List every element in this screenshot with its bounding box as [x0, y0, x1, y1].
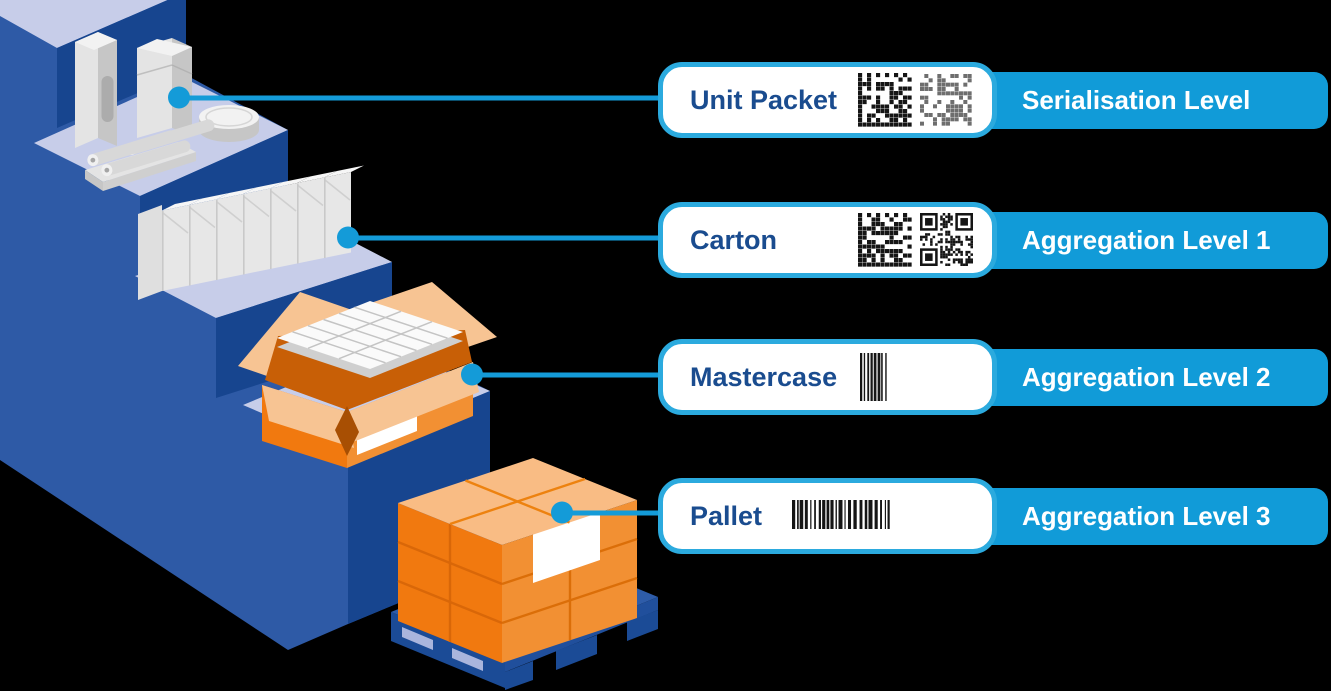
carton-row-illustration: [138, 164, 365, 300]
tubes-tray-illustration: [85, 117, 216, 191]
mastercase-illustration: [238, 282, 497, 468]
ribbon-label: Aggregation Level 3: [1022, 500, 1271, 531]
datamatrix-icon: [920, 74, 972, 126]
connector-line-unit-packet: [179, 95, 660, 101]
connector-line-pallet: [562, 510, 660, 516]
connector-line-carton: [348, 235, 660, 241]
card-carton: Carton: [658, 202, 997, 278]
connector-line-mastercase: [472, 372, 660, 378]
pouch-pack-illustration: [75, 32, 117, 148]
card-unit-packet: Unit Packet: [658, 62, 997, 138]
connector-dot-pallet: [551, 501, 573, 524]
card-mastercase: Mastercase: [658, 339, 997, 415]
card-pallet: Pallet: [658, 478, 997, 554]
ribbon-label: Aggregation Level 1: [1022, 224, 1271, 255]
barcode-icon: [792, 500, 890, 529]
connector-dot-carton: [337, 226, 359, 249]
back-wall-top: [0, 0, 168, 48]
datamatrix-icon: [858, 73, 912, 127]
ribbon-label: Aggregation Level 2: [1022, 361, 1271, 392]
connector-dot-unit-packet: [168, 86, 190, 109]
card-label: Pallet: [690, 501, 763, 531]
ribbon-label: Serialisation Level: [1022, 84, 1251, 115]
pallet-boxes-illustration: [397, 458, 638, 663]
connectors: [168, 86, 660, 524]
connector-dot-mastercase: [461, 363, 483, 386]
card-label: Unit Packet: [690, 85, 838, 115]
packaging-staircase-illustration: [0, 0, 660, 690]
barcode-icon: [860, 353, 887, 401]
card-label: Carton: [690, 225, 777, 255]
qr-code-icon: [920, 213, 973, 266]
datamatrix-icon: [858, 213, 912, 267]
round-tin-illustration: [199, 105, 259, 142]
card-label: Mastercase: [690, 362, 838, 392]
